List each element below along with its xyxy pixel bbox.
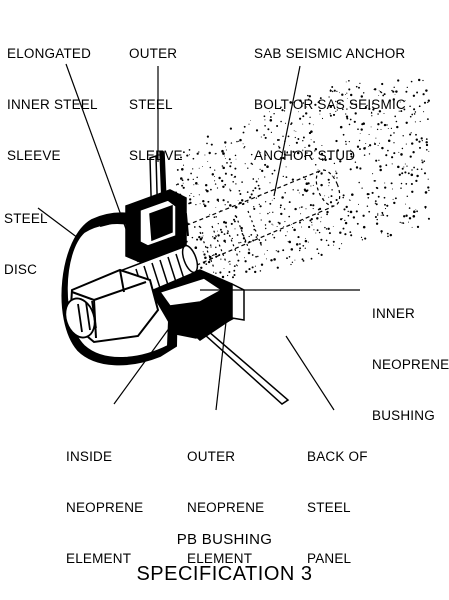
label-line: SAB SEISMIC ANCHOR <box>254 46 406 61</box>
label-steel-disc: STEEL DISC <box>4 176 48 295</box>
label-line: INNER <box>372 306 416 321</box>
caption-specification: SPECIFICATION 3 <box>136 563 313 585</box>
sleeves <box>125 189 245 341</box>
label-back-of-steel-panel: BACK OF STEEL PANEL <box>307 414 368 584</box>
label-inside-neoprene-element: INSIDE NEOPRENE ELEMENT <box>66 414 143 584</box>
leader-lines <box>37 63 360 411</box>
caption-title: PB BUSHING <box>176 531 273 548</box>
label-line: INNER STEEL <box>7 97 98 112</box>
label-line: PANEL <box>307 551 352 566</box>
label-outer-neoprene-element: OUTER NEOPRENE ELEMENT <box>187 414 264 584</box>
label-line: STEEL <box>307 500 351 515</box>
label-line: STEEL <box>4 211 48 226</box>
label-anchor-bolt: SAB SEISMIC ANCHOR BOLT OR SAS SEISMIC A… <box>254 11 406 181</box>
label-line: BOLT OR SAS SEISMIC <box>254 97 406 112</box>
label-line: DISC <box>4 262 38 277</box>
label-line: SLEEVE <box>129 148 183 163</box>
label-line: INSIDE <box>66 449 113 464</box>
label-line: ANCHOR STUD <box>254 148 356 163</box>
label-line: ELEMENT <box>187 551 253 566</box>
label-line: ELEMENT <box>66 551 132 566</box>
label-line: NEOPRENE <box>66 500 144 515</box>
anchor-bolt-hidden <box>179 169 341 269</box>
label-line: ELONGATED <box>7 46 92 61</box>
label-outer-steel-sleeve: OUTER STEEL SLEEVE <box>129 11 183 181</box>
label-line: NEOPRENE <box>372 357 449 372</box>
label-inner-neoprene-bushing: INNER NEOPRENE BUSHING <box>372 271 449 441</box>
concrete-texture <box>174 78 430 296</box>
label-line: NEOPRENE <box>187 500 265 515</box>
label-line: STEEL <box>129 97 173 112</box>
label-line: OUTER <box>187 449 236 464</box>
label-line: BACK OF <box>307 449 368 464</box>
label-line: BUSHING <box>372 408 435 423</box>
label-line: SLEEVE <box>7 148 61 163</box>
label-elongated-inner-steel-sleeve: ELONGATED INNER STEEL SLEEVE <box>7 11 98 181</box>
label-line: OUTER <box>129 46 178 61</box>
bolt-tip <box>64 297 97 339</box>
